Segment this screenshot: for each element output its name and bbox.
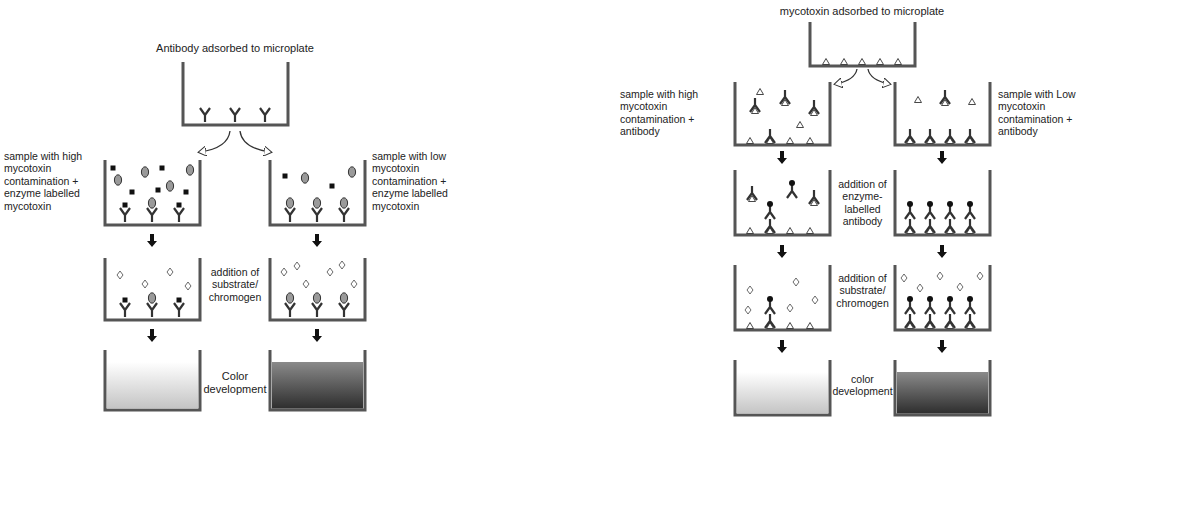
step-label: addition of enzyme-labelled antibody: [830, 178, 895, 228]
well-contents: [905, 201, 975, 234]
mycotoxin: [823, 59, 902, 65]
split-arrow: [836, 69, 889, 84]
color-fill: [897, 372, 988, 414]
down-arrow: [777, 151, 947, 353]
step-label: addition of substrate/ chromogen: [200, 266, 270, 303]
well-contents: [283, 167, 356, 222]
color-fill: [737, 372, 828, 414]
well-contents: [281, 261, 357, 317]
antibody: [200, 108, 270, 122]
color-fill: [107, 362, 198, 409]
well-contents: [747, 89, 820, 144]
panel-title: Antibody adsorbed to microplate: [135, 42, 335, 55]
well: [105, 62, 365, 410]
well-contents: [117, 268, 191, 317]
sample-label: sample with high mycotoxin contamination…: [620, 88, 730, 138]
step-label: Color development: [200, 370, 270, 396]
step-label: color development: [830, 373, 895, 398]
step-label: addition of substrate/ chromogen: [830, 272, 895, 309]
well: [735, 22, 990, 415]
color-fill: [272, 362, 363, 409]
sample-label: sample with low mycotoxin contamination …: [372, 150, 472, 212]
well-contents: [905, 90, 976, 144]
sample-label: sample with Low mycotoxin contamination …: [998, 88, 1110, 138]
well-contents: [901, 272, 983, 329]
well-contents: [745, 278, 818, 329]
panel-title: mycotoxin adsorbed to microplate: [762, 5, 962, 18]
well-contents: [111, 165, 194, 222]
well-contents: [747, 180, 820, 234]
split-arrow: [200, 131, 270, 152]
sample-label: sample with high mycotoxin contamination…: [4, 150, 101, 212]
down-arrow: [147, 234, 322, 342]
